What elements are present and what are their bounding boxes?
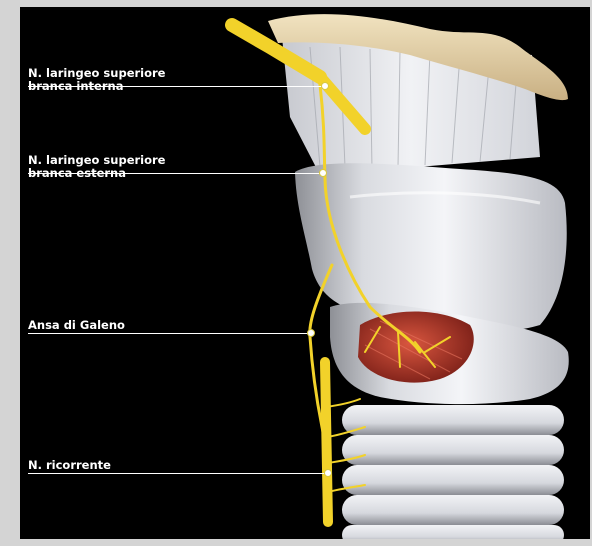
larynx-illustration: N. laringeo superiore branca interna N. … [20, 7, 590, 539]
marker-internal-branch [321, 82, 329, 90]
leader-external-branch [28, 173, 322, 174]
label-internal-branch: N. laringeo superiore branca interna [28, 67, 165, 93]
marker-external-branch [319, 169, 327, 177]
label-recurrent-nerve-line1: N. ricorrente [28, 459, 111, 472]
label-galen-anastomosis-line1: Ansa di Galeno [28, 319, 125, 332]
label-recurrent-nerve: N. ricorrente [28, 459, 111, 472]
leader-galen-anastomosis [28, 333, 310, 334]
marker-recurrent-nerve [324, 469, 332, 477]
trachea [342, 405, 564, 539]
marker-galen-anastomosis [307, 329, 315, 337]
label-external-branch: N. laringeo superiore branca esterna [28, 154, 165, 180]
leader-recurrent-nerve [28, 473, 328, 474]
leader-internal-branch [28, 86, 324, 87]
label-galen-anastomosis: Ansa di Galeno [28, 319, 125, 332]
